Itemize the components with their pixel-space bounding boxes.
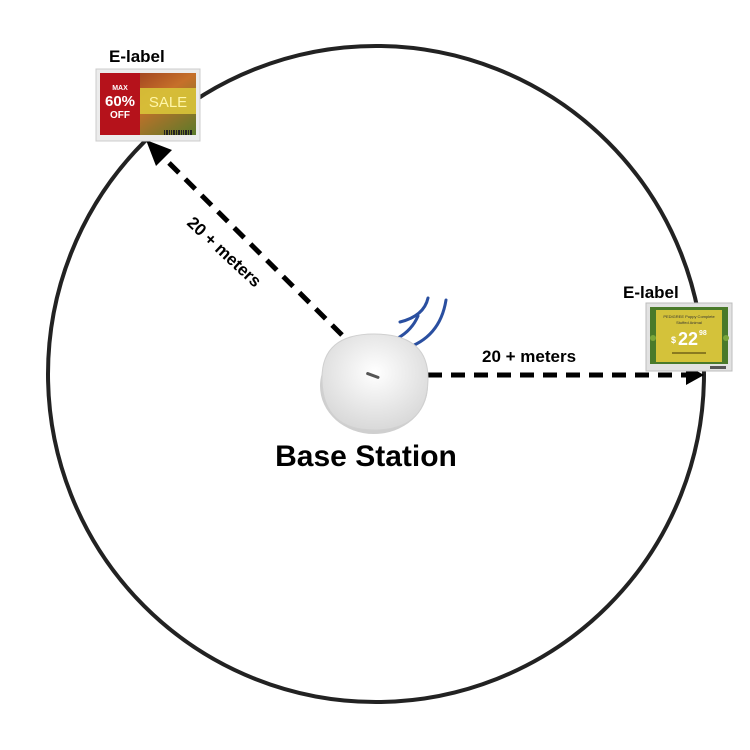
elabel-2-title: E-label <box>623 283 679 302</box>
elabel-2-device: PEDIGREE Puppy Complete Stuffed Animal $… <box>645 302 733 372</box>
distance-label-1: 20 + meters <box>183 213 265 291</box>
elabel-2-price-cents: 98 <box>699 330 707 337</box>
base-station-device <box>320 333 429 434</box>
elabel-1-top-text: MAX <box>112 85 128 92</box>
elabel-1-device: MAX 60% OFF SALE <box>95 68 201 142</box>
base-station-label: Base Station <box>275 440 457 473</box>
elabel-2-line2: Stuffed Animal <box>676 320 702 325</box>
elabel-1-bottom-text: OFF <box>110 110 130 121</box>
arrowhead-icon <box>146 140 172 166</box>
elabel-1-big-text: 60% <box>105 93 135 110</box>
distance-label-2: 20 + meters <box>482 347 576 366</box>
elabel-2-price-main: 22 <box>678 329 698 349</box>
elabel-1-banner <box>140 88 196 114</box>
coverage-circle <box>46 44 706 704</box>
barcode-icon <box>164 130 192 135</box>
elabel-1-side-text: SALE <box>149 94 187 111</box>
elabel-1-title: E-label <box>109 47 165 66</box>
elabel-1-red-panel <box>100 73 140 135</box>
link-line-to-elabel-1 <box>156 150 344 337</box>
elabel-2-price-symbol: $ <box>671 335 676 345</box>
elabel-2-line1: PEDIGREE Puppy Complete <box>663 314 715 319</box>
